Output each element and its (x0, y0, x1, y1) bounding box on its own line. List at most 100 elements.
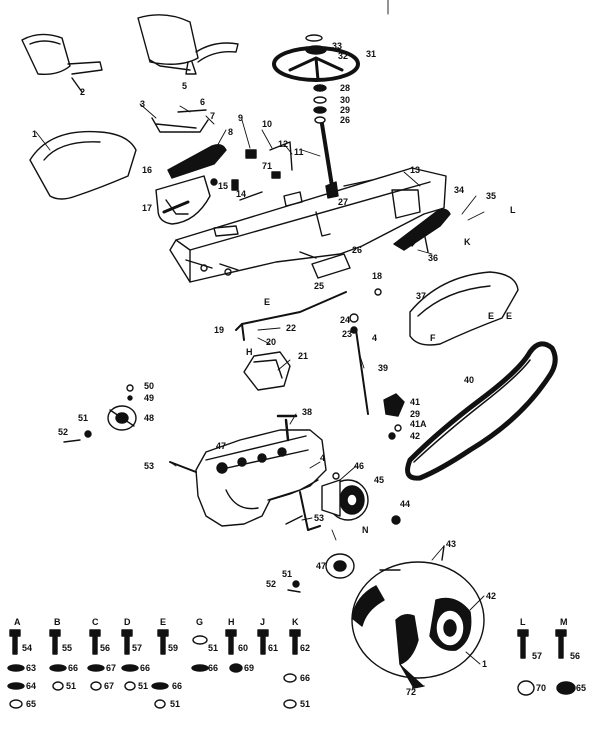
legend-60: 59 (168, 643, 179, 653)
idler-bracket (383, 393, 405, 440)
callout-52b: 51 (282, 569, 293, 579)
callout-48: 47 (216, 441, 227, 451)
callout-37: 37 (416, 291, 427, 301)
small-parts-23-24 (349, 313, 359, 334)
fender-left (29, 130, 137, 200)
legend-56: 55 (62, 643, 73, 653)
callout-14: 14 (236, 189, 247, 199)
callout-49: 48 (144, 413, 155, 423)
transmission-pulley (321, 472, 369, 521)
legend-55: 54 (22, 643, 33, 653)
callout-23: 23 (342, 329, 353, 339)
callout-41A: 41A (410, 419, 427, 429)
callout-51: 50 (144, 381, 155, 391)
callout-N: N (362, 525, 369, 535)
legend-65: 64 (26, 681, 37, 691)
hardware-legend (7, 629, 576, 709)
legend-letter-D: D (124, 617, 131, 627)
callout-12: 12 (278, 139, 289, 149)
control-rod (235, 288, 382, 341)
legend-70: 69 (244, 663, 255, 673)
hardware-45 (391, 515, 401, 525)
legend-letter-L: L (520, 617, 526, 627)
callout-13: 13 (410, 165, 421, 175)
callout-26: 26 (340, 115, 351, 125)
callout-20: 20 (266, 337, 277, 347)
legend-letter-K: K (292, 617, 299, 627)
callout-36: 36 (428, 253, 439, 263)
callout-4-upper: 4 (372, 333, 378, 343)
callout-9: 9 (238, 113, 244, 123)
callout-10: 10 (262, 119, 273, 129)
callout-54b: 53 (314, 513, 325, 523)
legend-66-right: 65 (576, 683, 587, 693)
callout-1-wheel: 1 (482, 659, 488, 669)
pedal-bracket-left (155, 175, 211, 225)
legend-letter-B: B (54, 617, 61, 627)
callout-21: 21 (298, 351, 309, 361)
legend-67b: 66 (140, 663, 151, 673)
callout-28: 28 (340, 83, 351, 93)
callout-6: 6 (200, 97, 206, 107)
callout-48b: 47 (316, 561, 327, 571)
callout-17: 17 (142, 203, 153, 213)
callout-46: 45 (374, 475, 385, 485)
legend-letter-G: G (196, 617, 204, 627)
shift-rod (355, 329, 369, 415)
callout-2: 2 (80, 87, 86, 97)
legend-letter-C: C (92, 617, 99, 627)
callout-4-lower: 4 (320, 453, 326, 463)
legend-67d: 66 (172, 681, 183, 691)
legend-57: 56 (100, 643, 111, 653)
main-frame (169, 167, 447, 283)
legend-61: 60 (238, 643, 249, 653)
callout-39: 39 (378, 363, 389, 373)
legend-67a: 66 (68, 663, 79, 673)
legend-68b: 67 (104, 681, 115, 691)
callout-45: 44 (400, 499, 411, 509)
callout-50: 49 (144, 393, 155, 403)
leader-lines (35, 0, 485, 691)
steering-shaft (313, 84, 339, 199)
pulley-left (63, 384, 137, 443)
legend-52e: 51 (300, 699, 311, 709)
callout-53: 52 (58, 427, 69, 437)
legend-57-right: 56 (570, 651, 581, 661)
legend-52: 51 (208, 643, 219, 653)
small-hardware-upper (210, 141, 293, 191)
clutch-pedal (393, 208, 451, 251)
callout-15: 15 (218, 181, 229, 191)
callout-16: 16 (142, 165, 153, 175)
legend-67e: 66 (300, 673, 311, 683)
legend-letter-E: E (160, 617, 167, 627)
callout-29: 29 (340, 105, 351, 115)
legend-58-right: 57 (532, 651, 543, 661)
legend-63: 62 (300, 643, 311, 653)
callout-32: 32 (338, 51, 349, 61)
callout-52: 51 (78, 413, 89, 423)
callout-E-right: E (488, 311, 495, 321)
legend-letter-H: H (228, 617, 235, 627)
mount-bracket (243, 351, 291, 391)
callout-31: 31 (366, 49, 377, 59)
transaxle-assembly (169, 414, 327, 531)
seat-shell-left (21, 33, 103, 93)
callout-5: 5 (182, 81, 188, 91)
callout-H-bracket: H (246, 347, 253, 357)
legend-64: 63 (26, 663, 37, 673)
legend-52b: 51 (66, 681, 77, 691)
callout-24: 24 (340, 315, 351, 325)
seat-with-bracket (137, 14, 239, 75)
brake-pedal (167, 143, 227, 179)
legend-52c: 51 (138, 681, 149, 691)
legend-letter-J: J (260, 617, 266, 627)
pedal-arm (411, 231, 429, 253)
callout-3: 3 (140, 99, 146, 109)
pulley-lower (287, 553, 355, 593)
legend-68a: 67 (106, 663, 117, 673)
legend-52d: 51 (170, 699, 181, 709)
callout-1: 1 (32, 129, 38, 139)
callout-53b: 52 (266, 579, 277, 589)
rear-wheel (351, 545, 485, 689)
